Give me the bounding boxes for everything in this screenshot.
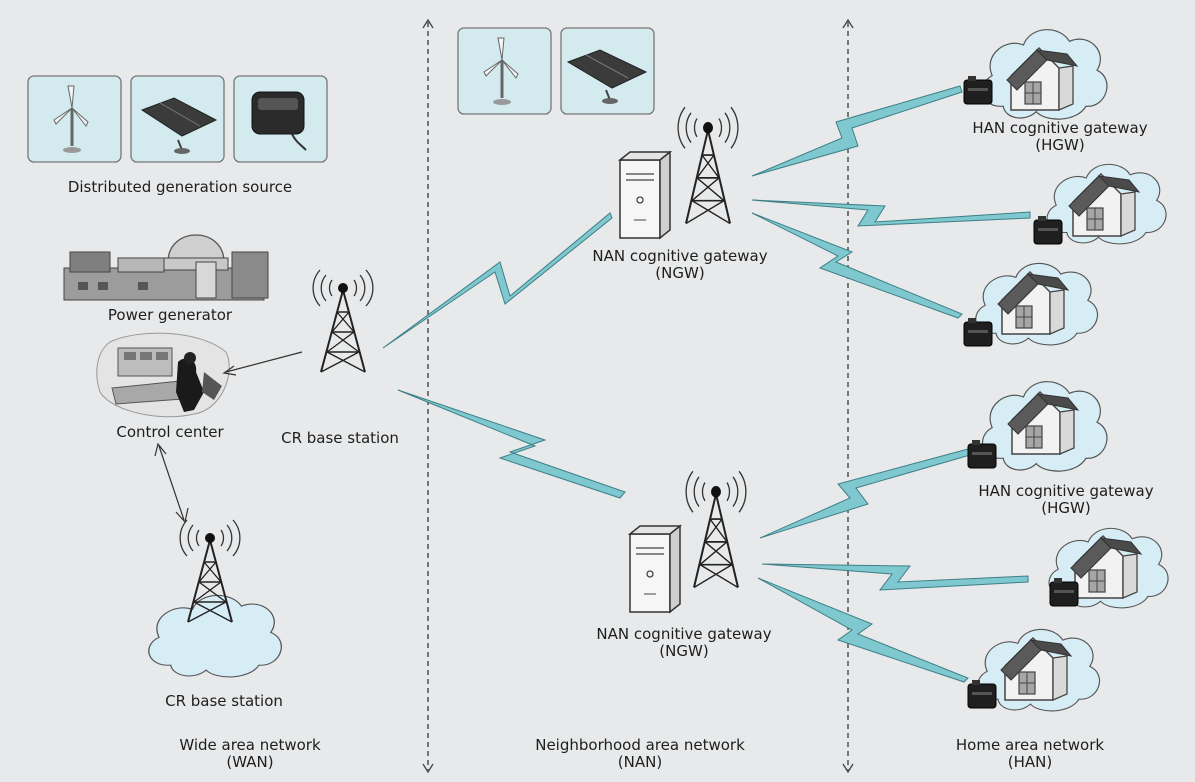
hgw-top-label-line2: (HGW) xyxy=(1035,136,1085,154)
nan-label-line2: (NAN) xyxy=(617,753,663,771)
wan-label-line1: Wide area network xyxy=(179,736,321,754)
cr-base-station-label-top: CR base station xyxy=(281,429,399,447)
nan-panel-solar xyxy=(560,27,655,115)
arrow-cr-to-control-center xyxy=(222,351,303,376)
ngw-bottom-server xyxy=(629,525,681,613)
solar-panel-icon xyxy=(140,97,218,154)
power-plant-icon xyxy=(63,234,269,301)
ngw-bottom-tower xyxy=(684,470,748,589)
hgw-top-label-line1: HAN cognitive gateway xyxy=(972,119,1148,137)
dg-panel-solar xyxy=(130,75,225,163)
link-ngw1-hgw3 xyxy=(751,212,963,319)
dg-source-label: Distributed generation source xyxy=(67,178,293,196)
ngw-bottom-label-line1: NAN cognitive gateway xyxy=(596,625,772,643)
control-center-label: Control center xyxy=(116,423,224,441)
wireless-links xyxy=(382,85,1031,683)
hgw-mid-label-line1: HAN cognitive gateway xyxy=(978,482,1154,500)
link-ngw2-hgw5 xyxy=(761,563,1029,591)
dg-panel-battery xyxy=(233,75,328,163)
wind-turbine-icon xyxy=(53,85,89,153)
han-home-4 xyxy=(967,381,1108,472)
nan-label-line1: Neighborhood area network xyxy=(535,736,745,754)
han-home-6 xyxy=(967,628,1101,712)
cr-base-station-label-bottom: CR base station xyxy=(165,692,283,710)
ngw-bottom-label-line2: (NGW) xyxy=(659,642,709,660)
han-label-line1: Home area network xyxy=(955,736,1105,754)
link-ngw1-hgw2 xyxy=(751,199,1031,227)
wind-turbine-icon xyxy=(483,37,519,105)
hgw-mid-label-line2: (HGW) xyxy=(1041,499,1091,517)
link-cr-to-ngw-top xyxy=(382,212,613,349)
han-home-1 xyxy=(963,29,1108,120)
nan-panel-wind xyxy=(457,27,552,115)
solar-panel-icon xyxy=(566,49,648,104)
ngw-top-label-line1: NAN cognitive gateway xyxy=(592,247,768,265)
power-generator-label: Power generator xyxy=(107,306,233,324)
ngw-top-server xyxy=(619,151,671,239)
dg-panel-wind xyxy=(27,75,122,163)
link-ngw2-hgw4 xyxy=(759,448,971,539)
cr-base-station-tower-top xyxy=(312,269,374,373)
control-center-icon xyxy=(96,332,230,418)
han-home-5 xyxy=(1048,527,1169,609)
link-ngw1-hgw1 xyxy=(751,85,963,177)
battery-icon xyxy=(251,91,307,151)
link-cr-to-ngw-bottom xyxy=(397,389,626,499)
han-label-line2: (HAN) xyxy=(1007,753,1053,771)
link-ngw2-hgw6 xyxy=(757,577,969,683)
han-home-2 xyxy=(1033,163,1167,245)
ngw-top-label-line2: (NGW) xyxy=(655,264,705,282)
han-home-3 xyxy=(963,262,1099,347)
ngw-top-tower xyxy=(676,106,740,225)
wan-label-line2: (WAN) xyxy=(226,753,274,771)
arrow-control-center-to-wan xyxy=(154,442,189,524)
